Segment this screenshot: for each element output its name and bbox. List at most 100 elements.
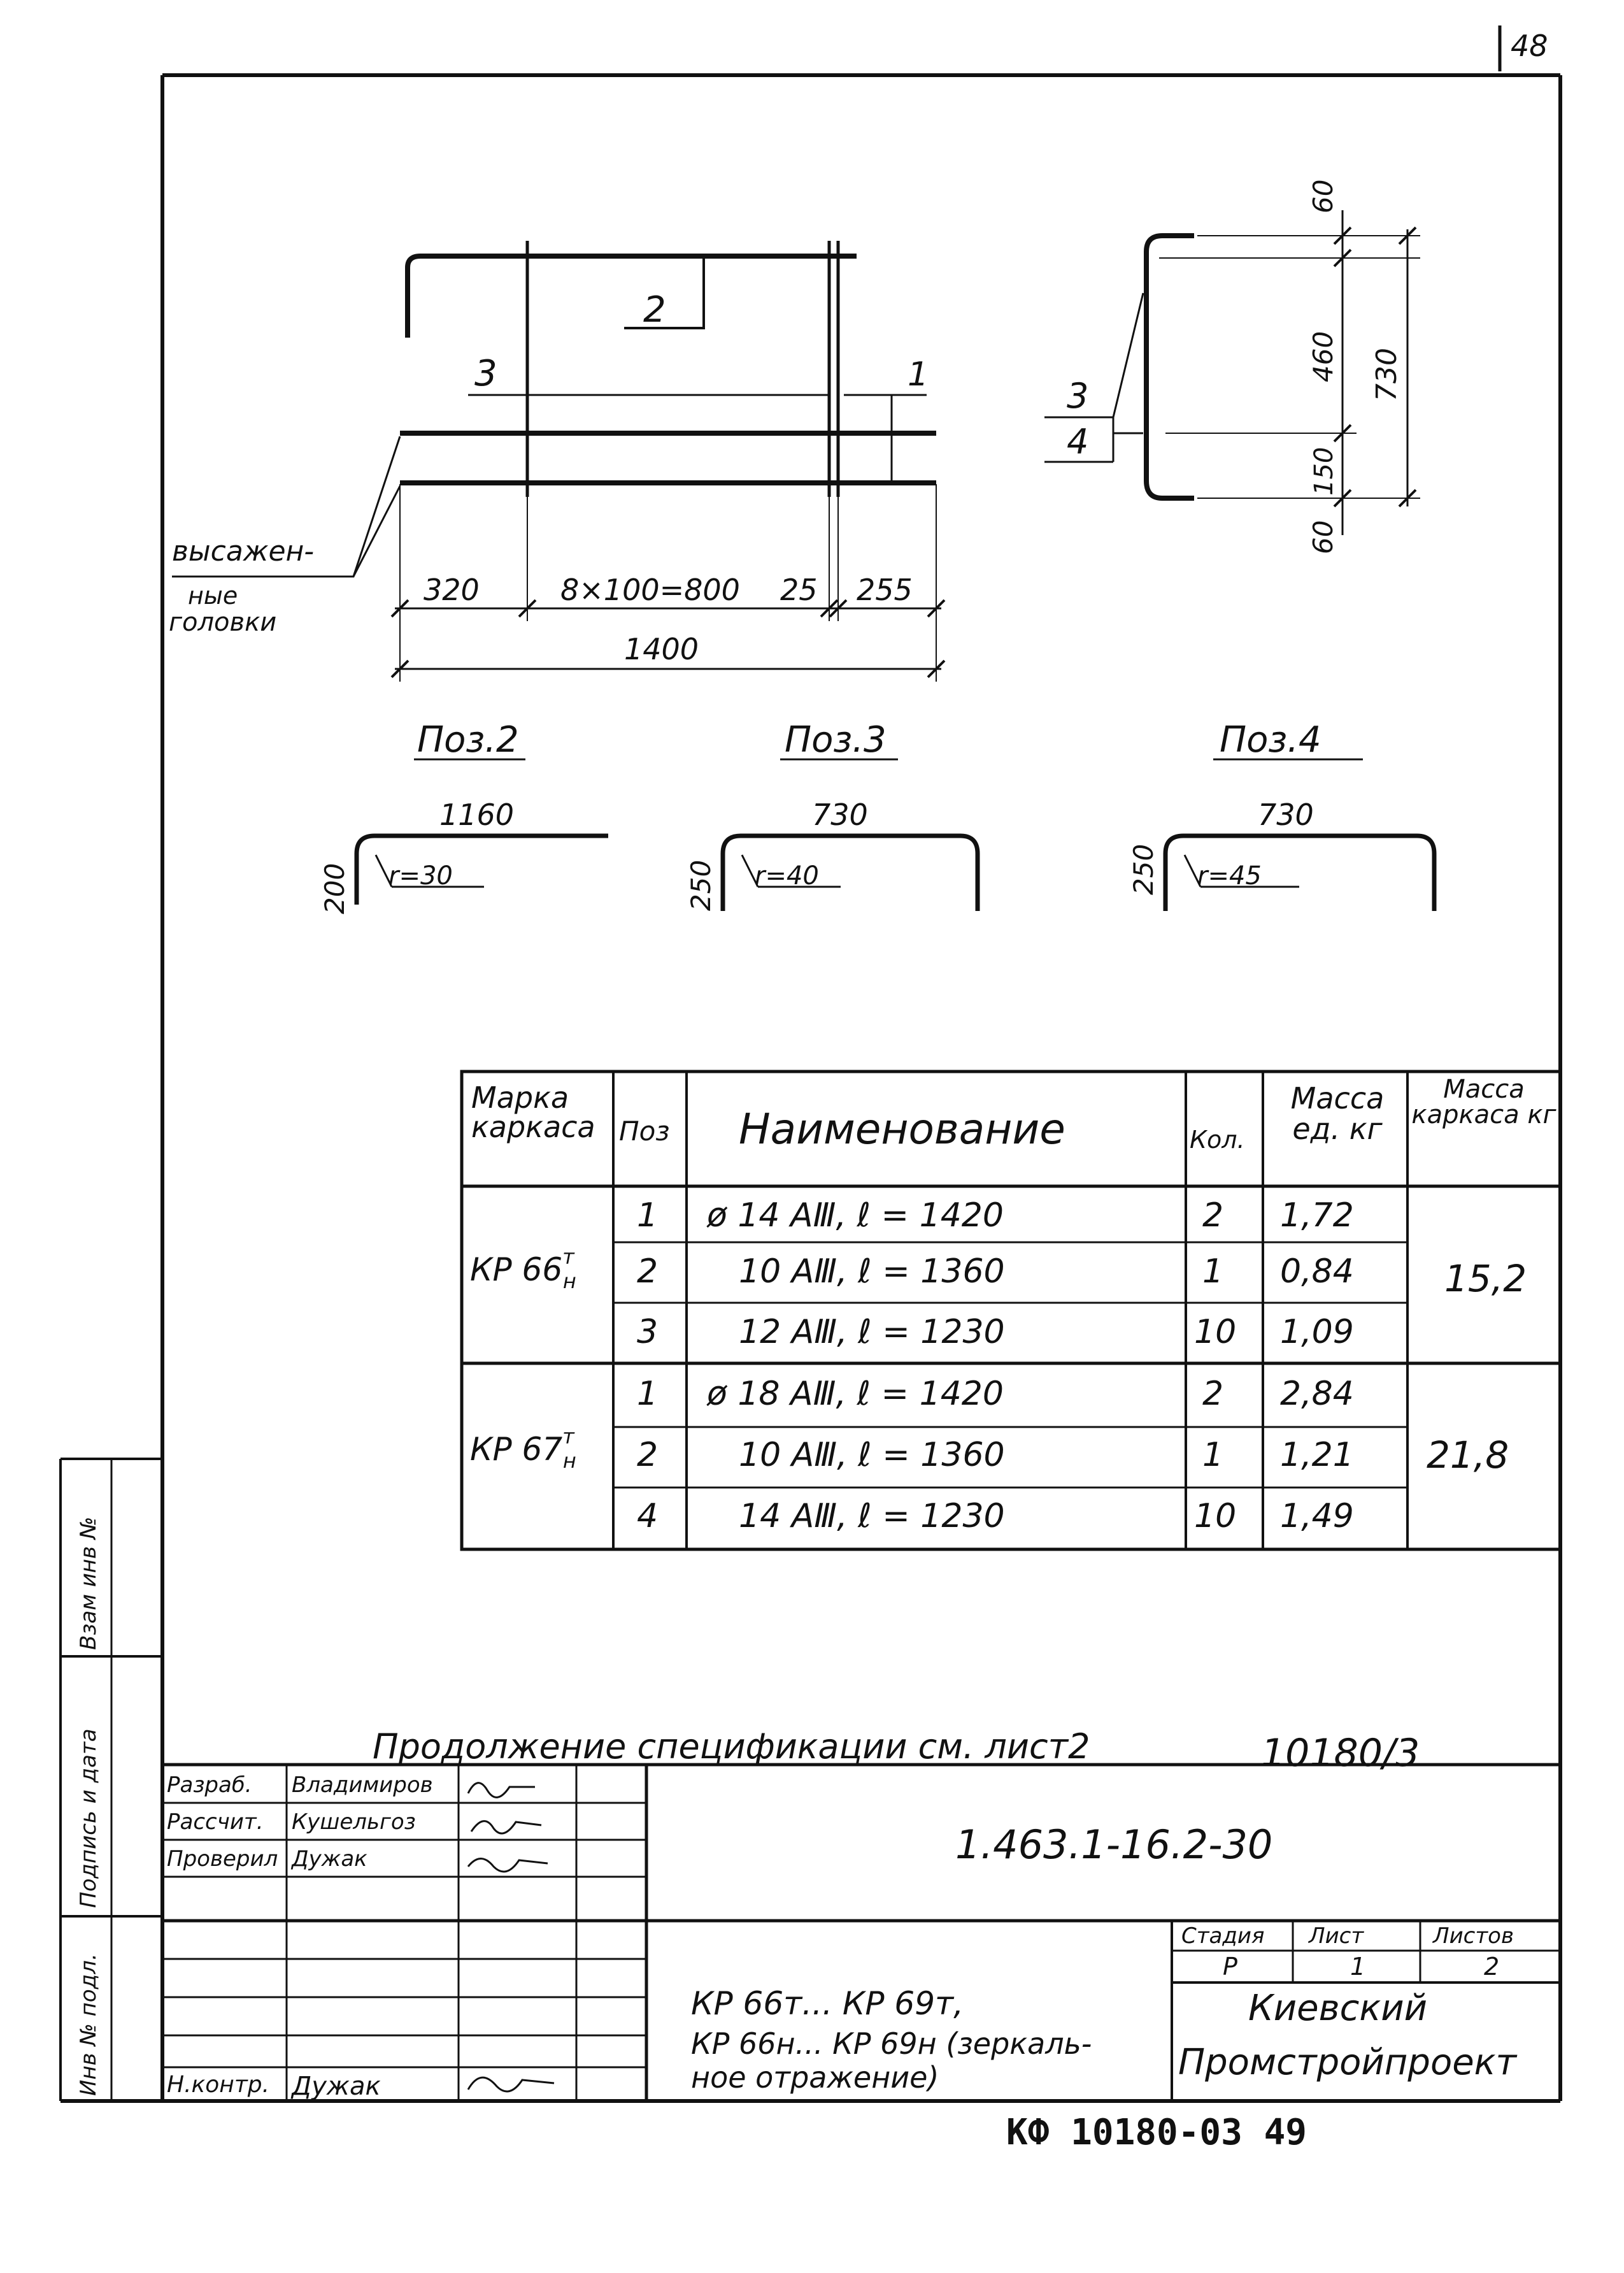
dim-150: 150	[1309, 447, 1339, 496]
side-label-sign-date: Подпись и дата	[76, 1728, 101, 1908]
bent-bar-pos2-radius: r=30	[388, 861, 453, 891]
organization-line-2: Промстройпроект	[1178, 2042, 1517, 2083]
dim-460: 460	[1307, 331, 1339, 382]
g1-r1-mass: 1,72	[1280, 1196, 1354, 1235]
name-developer: Владимиров	[292, 1772, 433, 1798]
sheets-value: 2	[1484, 1953, 1500, 1981]
bent-bar-pos3-length: 730	[812, 798, 868, 832]
group1-mark: КР 66тн	[470, 1245, 576, 1293]
dim-255: 255	[857, 573, 913, 607]
archive-stamp: КФ 10180-03 49	[1006, 2112, 1307, 2153]
title-line-2: КР 66н... КР 69н (зеркаль-	[691, 2026, 1092, 2061]
g1-r3-mass: 1,09	[1280, 1313, 1354, 1351]
name-norm-control: Дужак	[292, 2072, 381, 2101]
side-stamp-column	[59, 1458, 162, 2101]
section-label-3: 3	[1067, 376, 1088, 416]
header-unit-mass: Масса ед. кг	[1290, 1081, 1385, 1147]
side-label-swap-inv: Взам инв №	[76, 1517, 101, 1650]
role-norm-control: Н.контр.	[167, 2072, 270, 2098]
heads-label-line2: ные	[188, 582, 238, 610]
dim-320: 320	[424, 573, 480, 607]
g1-r2-name: 10 AⅢ, ℓ = 1360	[739, 1252, 1005, 1291]
bent-bar-pos3-title: Поз.3	[785, 719, 887, 761]
bent-bar-pos2-title: Поз.2	[417, 719, 519, 761]
elevation-pos-2: 2	[643, 289, 666, 331]
bent-bar-pos3-height: 250	[685, 860, 716, 911]
dim-730: 730	[1371, 348, 1403, 401]
g2-r1-pos: 1	[637, 1375, 659, 1413]
g2-r1-mass: 2,84	[1280, 1375, 1354, 1413]
elevation-pos-3: 3	[474, 353, 497, 394]
sheet-value: 1	[1350, 1953, 1366, 1981]
role-developer: Разраб.	[167, 1772, 252, 1798]
g2-r2-qty: 1	[1202, 1436, 1224, 1474]
title-block-grid	[162, 1763, 1560, 2101]
frame-section-drawing	[1044, 210, 1420, 535]
bent-bar-pos3	[720, 758, 980, 911]
header-mark: Марка каркаса	[471, 1080, 595, 1144]
dim-800: 8×100=800	[560, 573, 740, 607]
organization-line-1: Киевский	[1248, 1988, 1428, 2029]
sheet-header: Лист	[1309, 1923, 1364, 1949]
g1-r3-name: 12 AⅢ, ℓ = 1230	[739, 1313, 1005, 1351]
bent-bar-pos3-radius: r=40	[755, 861, 819, 891]
heads-label-line3: головки	[169, 608, 276, 637]
bent-bar-pos4-height: 250	[1128, 844, 1159, 895]
stage-header: Стадия	[1181, 1923, 1265, 1949]
g1-r1-pos: 1	[637, 1196, 659, 1235]
g1-r3-pos: 3	[637, 1313, 659, 1351]
document-code: 1.463.1-16.2-30	[955, 1821, 1273, 1868]
g1-r3-qty: 10	[1194, 1313, 1237, 1351]
dim-25: 25	[780, 573, 818, 607]
g2-r1-name: ø 18 AⅢ, ℓ = 1420	[707, 1375, 1004, 1413]
spec-table-grid	[460, 1070, 1562, 1551]
bent-bar-pos4	[1163, 758, 1437, 911]
bent-bar-pos4-radius: r=45	[1197, 861, 1262, 891]
signatures	[467, 1782, 555, 2093]
album-reference: 10180/3	[1261, 1731, 1420, 1775]
role-checked: Проверил	[167, 1846, 278, 1872]
bent-bar-pos2-height: 200	[319, 863, 350, 914]
continuation-note: Продолжение спецификации см. лист2	[373, 1726, 1090, 1767]
frame-elevation-drawing	[172, 241, 946, 682]
group2-frame-mass: 21,8	[1427, 1433, 1509, 1477]
g1-r1-qty: 2	[1202, 1196, 1224, 1235]
g2-r3-pos: 4	[637, 1497, 659, 1535]
g2-r2-pos: 2	[637, 1436, 659, 1474]
page-number: 48	[1511, 29, 1548, 63]
g2-r3-qty: 10	[1194, 1497, 1237, 1535]
sheets-header: Листов	[1433, 1923, 1514, 1949]
header-pos: Поз	[619, 1115, 670, 1147]
g2-r2-mass: 1,21	[1280, 1436, 1354, 1474]
g1-r2-qty: 1	[1202, 1252, 1224, 1291]
side-label-inv-orig: Инв № подл.	[76, 1953, 101, 2096]
bent-bar-pos2	[354, 758, 608, 905]
dim-1400: 1400	[624, 632, 699, 666]
bent-bar-pos4-title: Поз.4	[1220, 719, 1321, 761]
title-line-3: ное отражение)	[691, 2060, 939, 2095]
g1-r2-pos: 2	[637, 1252, 659, 1291]
dim-60-top: 60	[1307, 180, 1339, 213]
g1-r2-mass: 0,84	[1280, 1252, 1354, 1291]
heads-label-line1: высажен-	[172, 535, 314, 568]
stage-value: Р	[1223, 1953, 1237, 1981]
role-calculated: Рассчит.	[167, 1809, 264, 1835]
header-name: Наименование	[739, 1105, 1065, 1154]
group1-frame-mass: 15,2	[1444, 1257, 1527, 1300]
header-frame-mass: Масса каркаса кг	[1411, 1075, 1556, 1129]
name-checked: Дужак	[292, 1846, 367, 1872]
g1-r1-name: ø 14 AⅢ, ℓ = 1420	[707, 1196, 1004, 1235]
title-line-1: КР 66т... КР 69т,	[691, 1985, 964, 2022]
name-calculated: Кушельгоз	[292, 1809, 416, 1835]
g2-r2-name: 10 AⅢ, ℓ = 1360	[739, 1436, 1005, 1474]
header-qty: Кол.	[1190, 1126, 1245, 1154]
dim-60-bottom: 60	[1307, 520, 1339, 554]
bent-bar-pos4-length: 730	[1258, 798, 1314, 832]
g2-r1-qty: 2	[1202, 1375, 1224, 1413]
elevation-pos-1: 1	[908, 355, 929, 394]
g2-r3-name: 14 AⅢ, ℓ = 1230	[739, 1497, 1005, 1535]
bent-bar-pos2-length: 1160	[439, 798, 514, 832]
group2-mark: КР 67тн	[470, 1424, 576, 1473]
g2-r3-mass: 1,49	[1280, 1497, 1354, 1535]
